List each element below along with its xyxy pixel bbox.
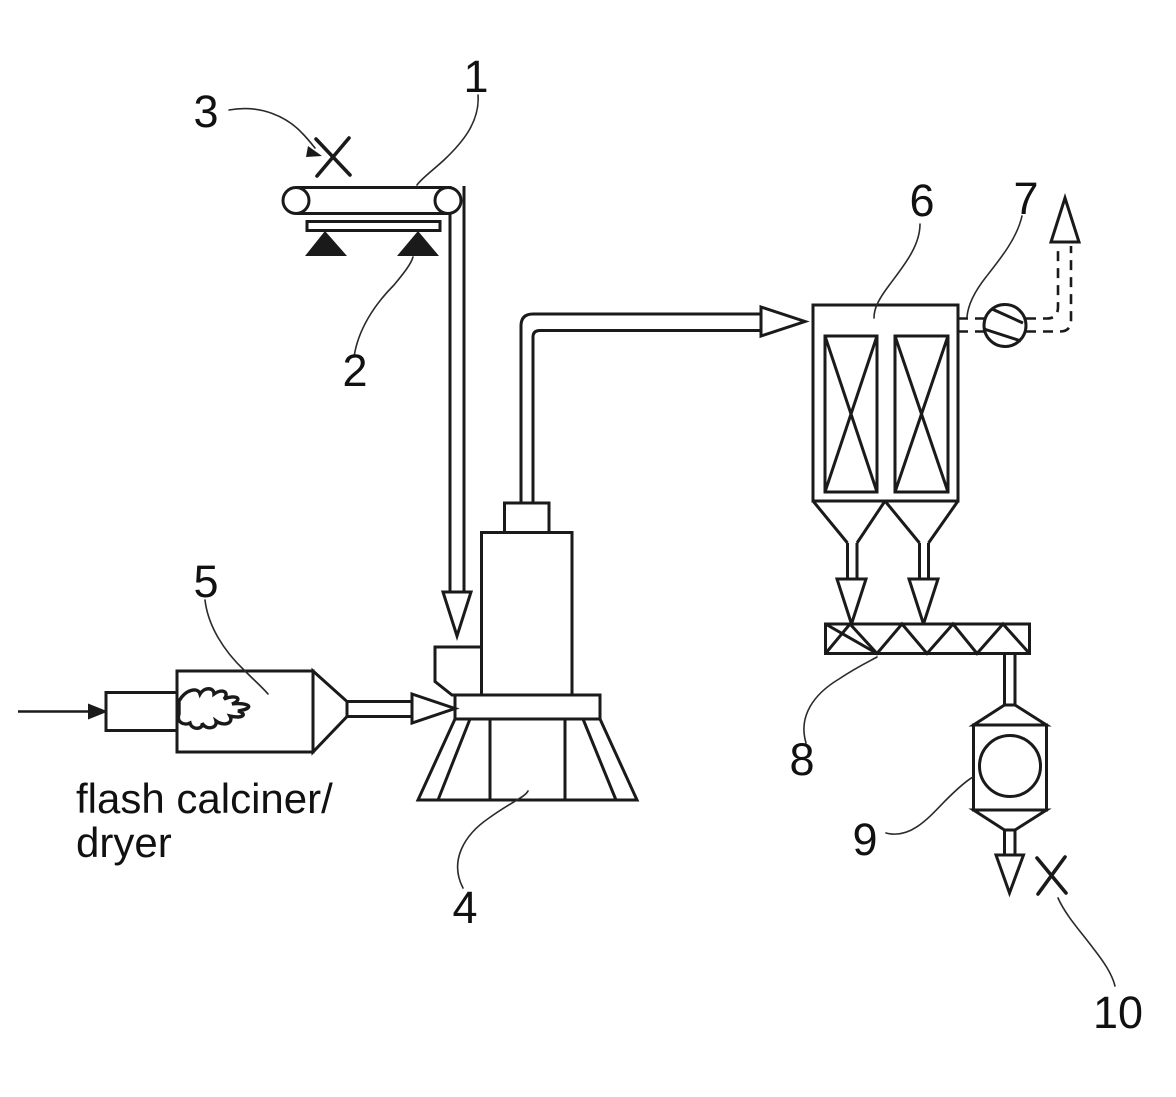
leader-lines xyxy=(204,94,1116,987)
down-arrow-icon xyxy=(834,577,869,629)
calciner-outlet-cone xyxy=(311,667,349,756)
conveyor-zigzag xyxy=(824,621,1031,656)
fan-blade-line xyxy=(991,307,1024,325)
filter-cross-line xyxy=(893,335,950,493)
caption: flash calciner/ dryer xyxy=(76,775,333,866)
hopper-wall xyxy=(927,500,960,544)
leader-line-6 xyxy=(873,223,921,319)
conveyor-pulley-icon xyxy=(281,186,311,215)
skirt-leg-line xyxy=(436,718,472,801)
feed-drop-duct xyxy=(440,186,474,641)
caption-line-2: dryer xyxy=(76,819,172,866)
hopper-wall xyxy=(811,500,849,544)
pipe-line xyxy=(531,329,761,504)
ref-label-4: 4 xyxy=(452,882,477,933)
hopper-wall xyxy=(855,500,887,544)
leader-line-9 xyxy=(885,776,974,835)
belt-weigher xyxy=(305,220,442,256)
collecting-conveyor xyxy=(824,621,1031,656)
vessel-inlet-ring xyxy=(453,693,602,721)
vessel-body xyxy=(480,531,574,697)
vessel-neck xyxy=(503,501,551,534)
leader-line-5 xyxy=(204,599,269,695)
valve-inlet-cone xyxy=(968,703,1052,727)
filter-cross-line xyxy=(823,335,879,493)
conveyor-zigzag xyxy=(824,622,878,655)
skirt-leg-line xyxy=(581,718,618,801)
hopper-wall xyxy=(883,500,921,544)
right-arrow-icon xyxy=(759,304,810,339)
vessel-to-baghouse-pipe xyxy=(519,304,810,504)
exhaust-fan xyxy=(958,193,1082,348)
burner-inlet xyxy=(104,691,179,732)
weigher-support-icon xyxy=(397,231,439,256)
ref-label-9: 9 xyxy=(852,814,877,865)
pipe-line xyxy=(519,312,761,504)
x-mark-icon xyxy=(315,136,351,178)
ref-label-10: 10 xyxy=(1093,987,1143,1038)
belt-conveyor xyxy=(281,186,463,215)
ref-label-7: 7 xyxy=(1013,173,1038,224)
conditioning-vessel xyxy=(415,501,640,802)
ref-label-5: 5 xyxy=(193,556,218,607)
vessel-inlet-chute xyxy=(433,645,483,697)
caption-line-1: flash calciner/ xyxy=(76,775,333,822)
flame-icon xyxy=(176,687,251,730)
right-arrow-icon xyxy=(410,691,460,726)
ref-label-1: 1 xyxy=(463,51,488,102)
weigh-plate xyxy=(305,220,442,232)
filter-element xyxy=(823,334,879,494)
inlet-arrow-icon xyxy=(88,703,108,720)
product-sample-x-mark xyxy=(1035,855,1068,896)
fan-icon xyxy=(982,303,1028,348)
ref-label-6: 6 xyxy=(909,175,934,226)
conveyor-pulley-icon xyxy=(433,186,463,215)
exhaust-duct-line xyxy=(1026,246,1060,320)
weigher-support-icon xyxy=(305,231,347,256)
down-arrow-icon xyxy=(993,853,1026,898)
ref-label-3: 3 xyxy=(193,86,218,137)
leader-line-1 xyxy=(416,94,479,186)
valve-rotor-icon xyxy=(978,734,1042,798)
ref-label-2: 2 xyxy=(342,345,367,396)
leader-line-7 xyxy=(966,215,1023,318)
baghouse-casing xyxy=(811,303,960,503)
fan-blade-line xyxy=(983,327,1022,343)
filter-element xyxy=(893,334,950,494)
exhaust-duct-line xyxy=(1026,246,1073,333)
leader-arrow-icon xyxy=(306,146,322,157)
x-mark-icon xyxy=(1036,855,1067,896)
flash-calciner xyxy=(18,667,460,756)
valve-outlet-cone xyxy=(968,808,1052,832)
leader-line-3 xyxy=(228,107,316,149)
rotary-valve xyxy=(968,653,1052,898)
leader-line-4 xyxy=(456,790,529,889)
down-arrow-icon xyxy=(906,577,941,629)
leader-line-8 xyxy=(803,656,878,744)
reference-numerals: 1 2 3 4 5 6 7 8 9 10 xyxy=(193,51,1143,1038)
leader-line-10 xyxy=(1057,897,1116,987)
vessel-skirt xyxy=(415,717,640,802)
baghouse-filter xyxy=(811,303,960,629)
leader-line-2 xyxy=(353,256,414,358)
up-arrow-icon xyxy=(1048,193,1082,244)
ref-label-8: 8 xyxy=(789,734,814,785)
feed-sample-x-mark xyxy=(314,136,352,178)
down-arrow-icon xyxy=(440,590,474,641)
